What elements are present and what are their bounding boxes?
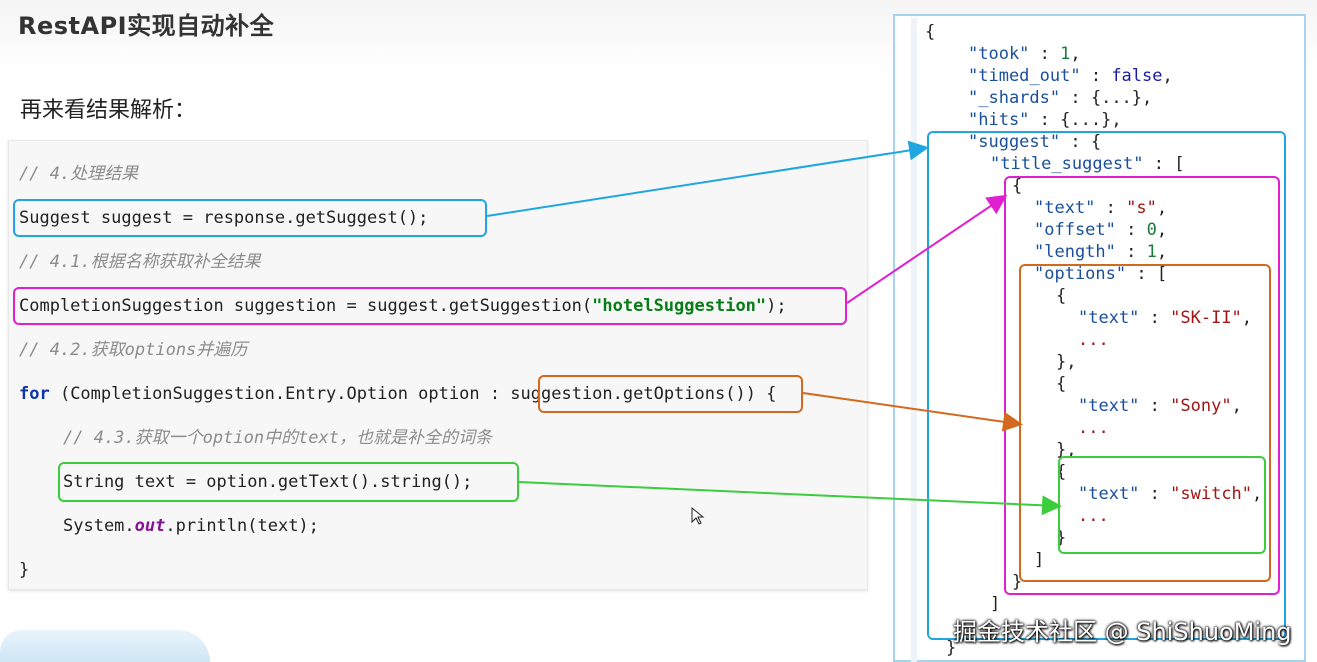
- json-option-2-open: {: [1056, 374, 1067, 394]
- json-value: "Sony": [1170, 396, 1232, 416]
- json-entry-open: {: [1012, 176, 1023, 196]
- mouse-cursor-icon: [691, 506, 705, 525]
- json-key: "hits": [968, 110, 1030, 130]
- json-value: 0: [1146, 220, 1157, 240]
- json-option-2-close: },: [1056, 440, 1077, 460]
- json-value: false: [1111, 66, 1163, 86]
- code-text: .println(text);: [165, 516, 319, 536]
- json-value: "switch": [1170, 484, 1253, 504]
- json-title-suggest-close: ]: [990, 594, 1001, 614]
- code-text: CompletionSuggestion suggestion = sugges…: [19, 296, 593, 316]
- string-literal: "hotelSuggestion": [592, 296, 767, 316]
- json-options: "options" : [: [1034, 264, 1168, 284]
- highlight-box-json-entry: [1004, 176, 1280, 595]
- json-key: "text": [1078, 396, 1140, 416]
- json-option-2-dots: ...: [1078, 418, 1109, 438]
- json-collapsed: {...}: [1060, 110, 1112, 130]
- json-timed-out: "timed_out" : false,: [968, 66, 1173, 86]
- json-option-2-text: "text" : "Sony",: [1078, 396, 1242, 416]
- json-brace: }: [1056, 440, 1067, 460]
- arrow-suggestion: [846, 194, 1008, 304]
- json-entry-length: "length" : 1,: [1034, 242, 1168, 262]
- keyword-for: for: [19, 384, 50, 404]
- json-shards: "_shards" : {...},: [968, 88, 1153, 108]
- json-brace: }: [1056, 352, 1067, 372]
- json-entry-offset: "offset" : 0,: [1034, 220, 1168, 240]
- json-took: "took" : 1,: [968, 44, 1081, 64]
- json-key: "timed_out": [968, 66, 1081, 86]
- json-open-brace: {: [925, 22, 936, 42]
- highlight-box-text: [58, 462, 519, 502]
- highlight-box-json-suggest: [927, 131, 1286, 640]
- json-panel: [893, 14, 1306, 662]
- highlight-box-suggest: [13, 199, 487, 237]
- json-option-3-close: }: [1056, 528, 1067, 548]
- code-comment-3: // 4.2.获取options并遍历: [19, 340, 248, 360]
- code-text: );: [766, 296, 787, 316]
- json-option-1-dots: ...: [1078, 330, 1109, 350]
- code-comment-4: // 4.3.获取一个option中的text，也就是补全的词条: [63, 428, 492, 448]
- json-value: 1: [1060, 44, 1071, 64]
- decorative-wave: [0, 630, 210, 662]
- json-root-close: }: [946, 638, 957, 658]
- slide-subtitle: 再来看结果解析：: [20, 98, 197, 123]
- code-text: System.: [63, 516, 135, 536]
- json-key: "took": [968, 44, 1030, 64]
- json-hits: "hits" : {...},: [968, 110, 1122, 130]
- json-key: "text": [1034, 198, 1096, 218]
- code-text: ) {: [745, 384, 777, 404]
- json-key: "suggest": [968, 132, 1061, 152]
- json-key: "length": [1034, 242, 1116, 262]
- code-comment-2: // 4.1.根据名称获取补全结果: [19, 252, 261, 272]
- highlight-box-options: [538, 375, 803, 413]
- json-collapsed: {...}: [1090, 88, 1143, 108]
- watermark: 掘金技术社区 @ ShiShuoMing: [953, 618, 1292, 646]
- json-key: "text": [1078, 308, 1140, 328]
- code-line-get-text: String text = option.getText().string();: [63, 472, 473, 492]
- code-text: (CompletionSuggestion.Entry.Option optio…: [49, 384, 511, 404]
- code-line-get-suggest: Suggest suggest = response.getSuggest();: [19, 208, 429, 228]
- json-option-3-text: "text" : "switch",: [1078, 484, 1263, 504]
- json-key: "options": [1034, 264, 1127, 284]
- arrow-text: [518, 481, 1062, 516]
- slide-title: RestAPI实现自动补全: [18, 12, 275, 40]
- code-line-close: }: [19, 560, 30, 580]
- json-key: "offset": [1034, 220, 1116, 240]
- code-text-boxed: suggestion.getOptions(): [510, 384, 746, 404]
- json-option-1-close: },: [1056, 352, 1077, 372]
- json-value: "SK-II": [1170, 308, 1242, 328]
- json-value: 1: [1146, 242, 1157, 262]
- code-line-println: System.out.println(text);: [63, 515, 319, 537]
- json-title-suggest: "title_suggest" : [: [990, 154, 1185, 174]
- json-option-3-open: {: [1056, 462, 1067, 482]
- arrow-options: [802, 392, 1023, 432]
- json-key: "text": [1078, 484, 1140, 504]
- static-field: out: [134, 516, 166, 536]
- json-suggest: "suggest" : {: [968, 132, 1102, 152]
- json-options-close: ]: [1034, 550, 1045, 570]
- code-line-get-suggestion: CompletionSuggestion suggestion = sugges…: [19, 295, 787, 317]
- json-option-1-open: {: [1056, 286, 1067, 306]
- json-key: "title_suggest": [990, 154, 1144, 174]
- highlight-box-suggestion: [13, 287, 847, 325]
- code-panel: [8, 140, 868, 590]
- code-comment-1: // 4.处理结果: [19, 164, 139, 184]
- code-line-for-loop: for (CompletionSuggestion.Entry.Option o…: [19, 383, 776, 405]
- json-key: "_shards": [968, 88, 1061, 108]
- json-entry-text: "text" : "s",: [1034, 198, 1168, 218]
- json-gutter: [911, 18, 917, 662]
- arrow-suggest: [486, 140, 929, 217]
- json-value: "s": [1126, 198, 1157, 218]
- json-option-1-text: "text" : "SK-II",: [1078, 308, 1253, 328]
- json-entry-close: }: [1012, 572, 1023, 592]
- json-option-3-dots: ...: [1078, 506, 1109, 526]
